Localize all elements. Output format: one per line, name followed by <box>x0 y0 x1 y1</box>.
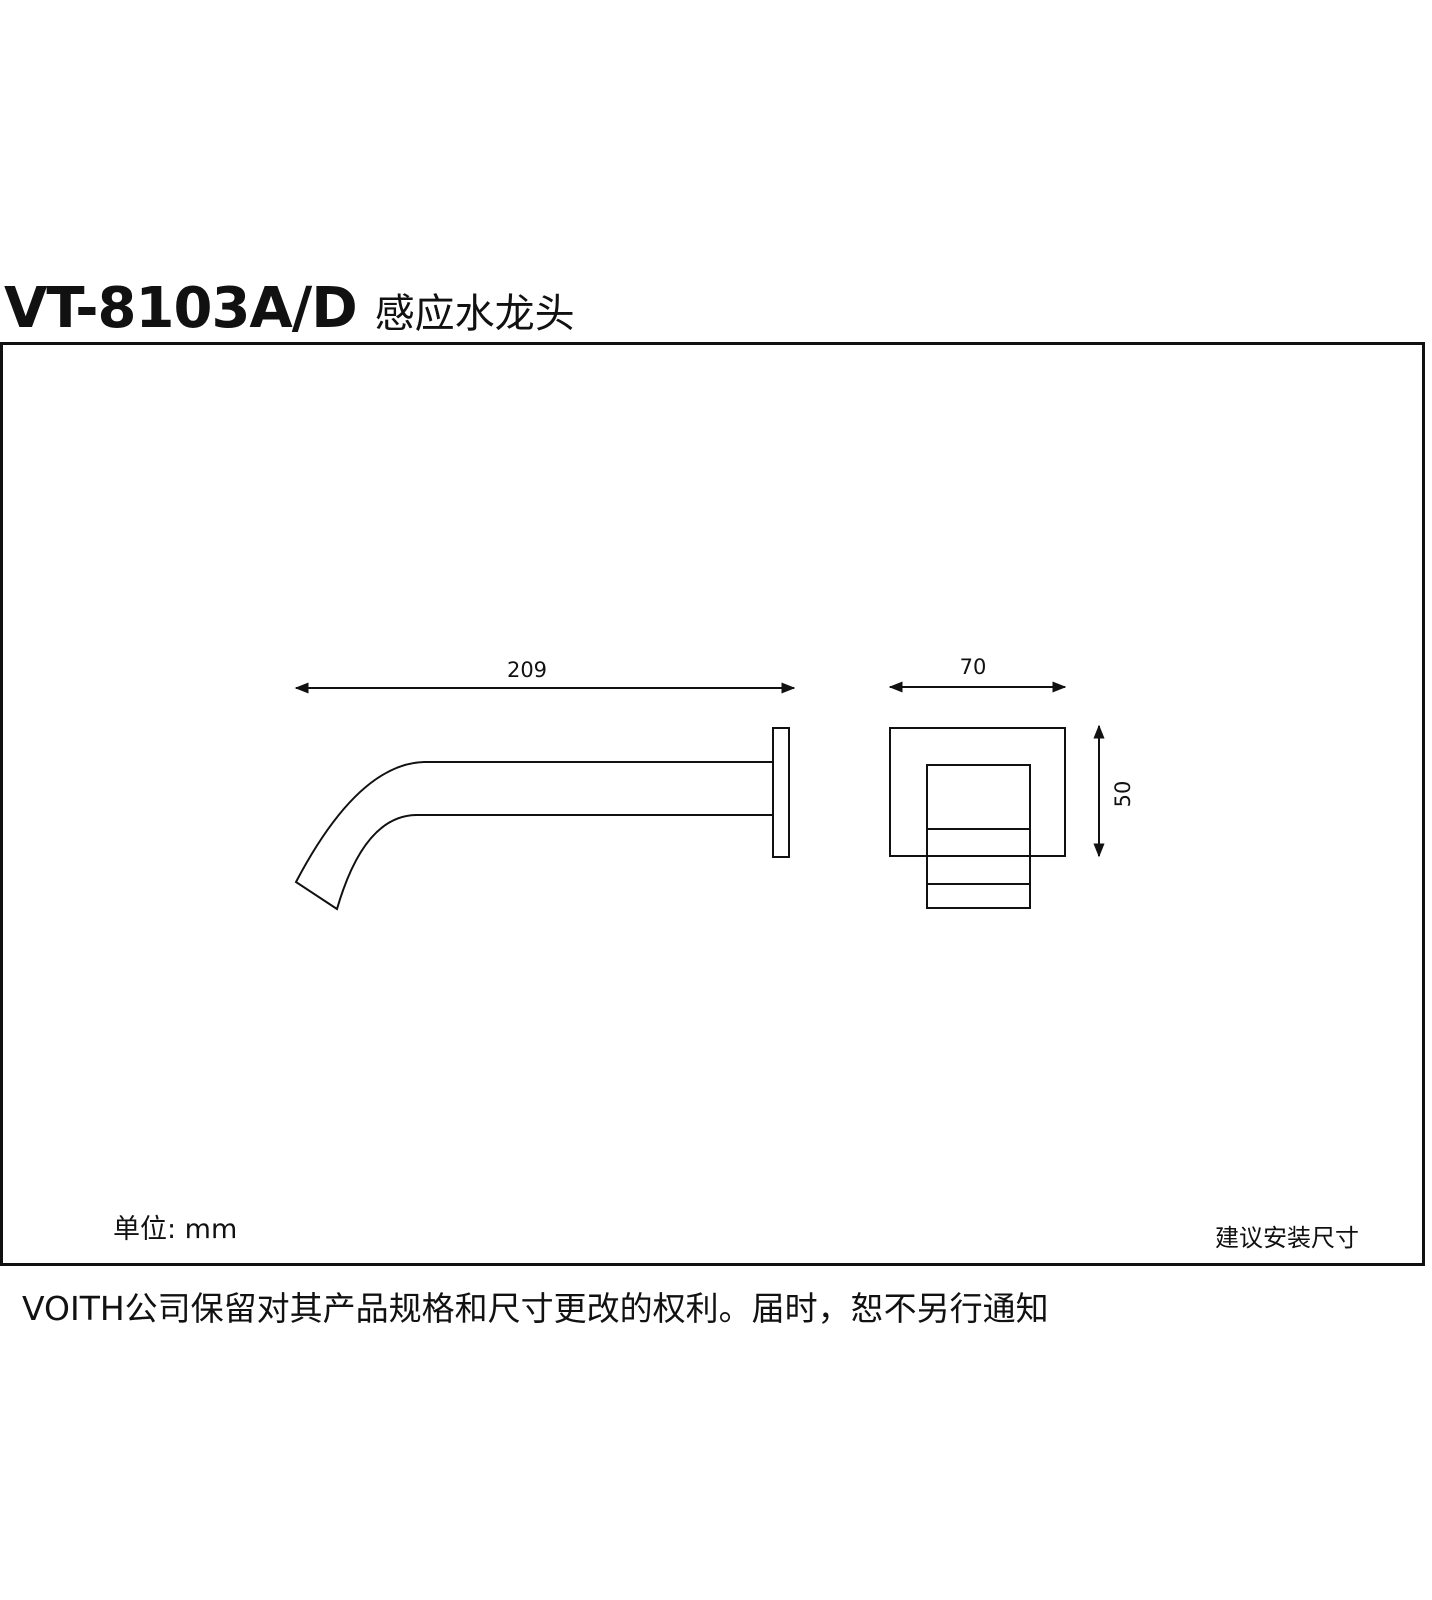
footer-notice: VOITH公司保留对其产品规格和尺寸更改的权利。届时，恕不另行通知 <box>22 1289 1049 1328</box>
plate-height-dimension: 50 <box>1093 724 1135 858</box>
drawing-frame <box>0 342 1425 1266</box>
wall-plate <box>889 727 1066 857</box>
plate-front-view <box>889 727 1066 909</box>
spout-length-value: 209 <box>507 658 547 682</box>
plate-width-dimension: 70 <box>888 655 1067 693</box>
plate-width-value: 70 <box>960 655 987 679</box>
unit-label: 单位: mm <box>113 1214 238 1245</box>
spout-length-dimension: 209 <box>294 658 796 694</box>
plate-height-value: 50 <box>1111 781 1135 808</box>
spout-body-front <box>926 764 1031 909</box>
product-name: 感应水龙头 <box>374 291 575 337</box>
spout-outline <box>294 761 773 911</box>
spout-side-view <box>294 727 790 911</box>
model-number: VT-8103A/D <box>4 276 358 341</box>
page-title: VT-8103A/D 感应水龙头 <box>4 276 575 341</box>
install-size-label: 建议安装尺寸 <box>1215 1224 1359 1252</box>
wall-flange <box>772 727 790 858</box>
